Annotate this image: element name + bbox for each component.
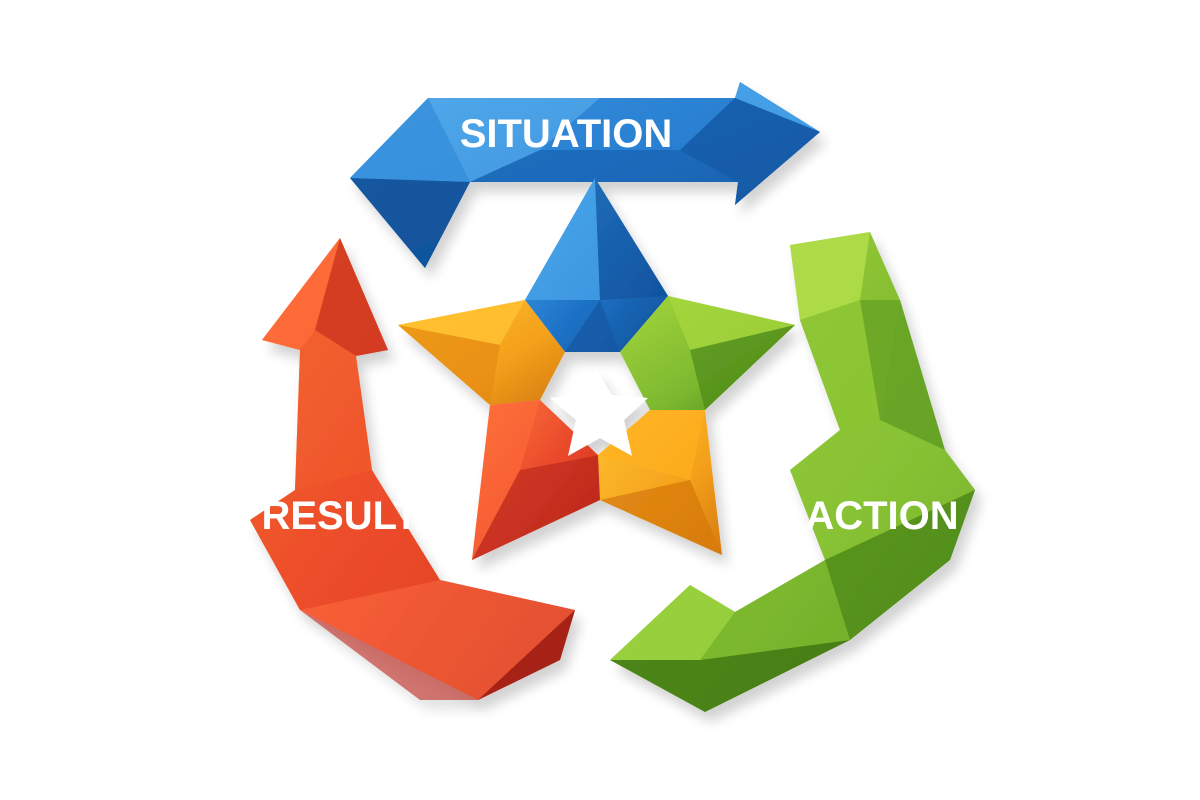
center-star: [398, 178, 795, 560]
result-arrow: [250, 238, 575, 700]
action-label: ACTION: [805, 494, 958, 538]
situation-arrow: [350, 82, 820, 268]
result-label: RESULT: [261, 494, 418, 538]
situation-label: SITUATION: [460, 112, 673, 156]
action-arrow: [610, 232, 975, 712]
star-hollow-center: [550, 368, 648, 456]
